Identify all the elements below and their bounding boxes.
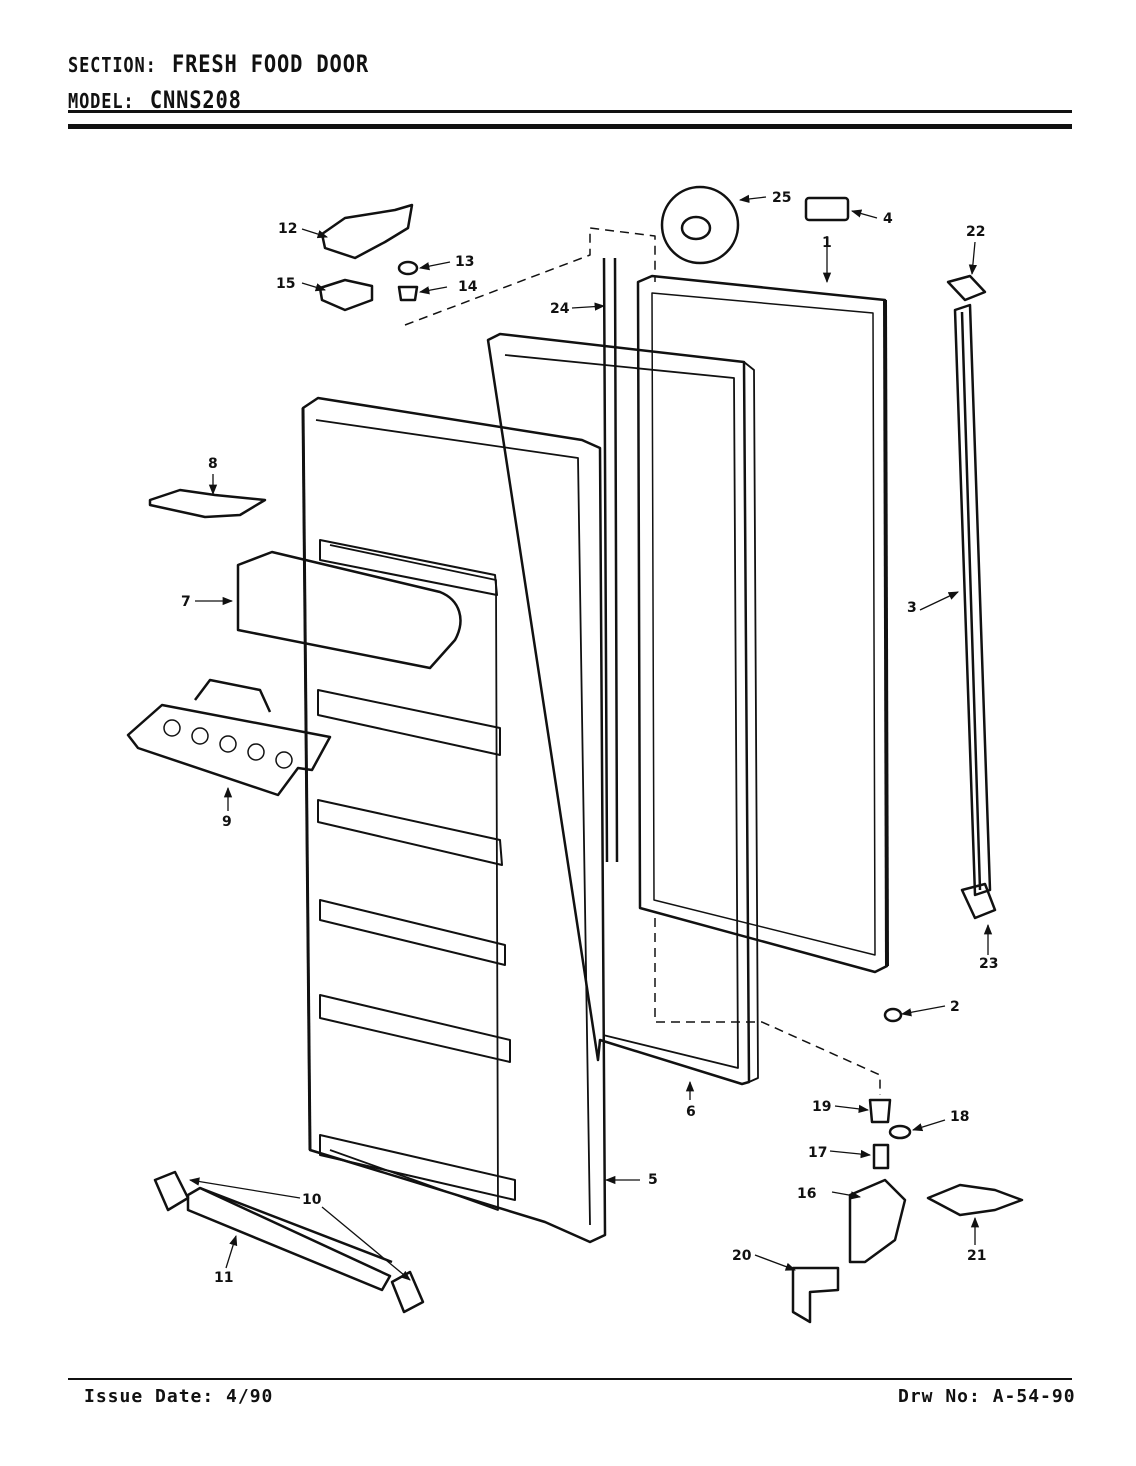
mounting-bracket <box>791 1266 840 1324</box>
part-label-3: 3 <box>907 600 917 616</box>
bottom-hinge-bracket <box>848 1178 907 1264</box>
section-key: SECTION: <box>68 53 157 77</box>
section-line: SECTION: FRESH FOOD DOOR <box>68 50 369 78</box>
drawing-number: Drw No: A-54-90 <box>898 1386 1076 1407</box>
hinge-bushing <box>397 285 419 302</box>
cover-plate <box>804 196 850 222</box>
end-cap-left <box>153 1170 190 1212</box>
header-rule-top <box>68 110 1072 113</box>
handle-mount <box>660 185 740 265</box>
part-label-18: 18 <box>950 1109 969 1125</box>
part-label-17: 17 <box>808 1145 827 1161</box>
header-rule-bottom <box>68 124 1072 129</box>
issue-date: Issue Date: 4/90 <box>84 1386 274 1407</box>
leader-lines <box>188 194 993 1281</box>
part-label-22: 22 <box>966 224 985 240</box>
part-label-12: 12 <box>278 221 297 237</box>
part-label-19: 19 <box>812 1099 831 1115</box>
part-label-10: 10 <box>302 1192 322 1208</box>
hinge-washer <box>397 260 419 276</box>
part-label-20: 20 <box>732 1248 752 1264</box>
top-hinge <box>320 203 414 260</box>
part-label-16: 16 <box>797 1186 816 1202</box>
bottom-hinge <box>926 1183 1024 1217</box>
part-label-23: 23 <box>979 956 998 972</box>
plug <box>883 1007 903 1023</box>
assembly-dash-lines <box>404 227 881 1095</box>
part-label-4: 4 <box>883 211 893 227</box>
part-label-21: 21 <box>967 1248 986 1264</box>
door-gasket <box>486 332 759 1086</box>
part-label-6: 6 <box>686 1104 696 1120</box>
model-number: CNNS208 <box>149 86 242 114</box>
section-title: FRESH FOOD DOOR <box>171 50 369 78</box>
part-label-9: 9 <box>222 814 232 830</box>
shelf-fence <box>148 488 267 519</box>
door-liner <box>301 396 607 1244</box>
part-label-1: 1 <box>822 235 832 251</box>
door-cam <box>868 1098 892 1124</box>
part-label-11: 11 <box>214 1270 233 1286</box>
outer-door-panel <box>636 274 889 974</box>
model-line: MODEL: CNNS208 <box>68 86 242 114</box>
door-strip <box>602 257 619 863</box>
liner-shelves <box>317 539 516 1201</box>
bottom-trim-bar <box>186 1186 393 1292</box>
handle-cap-top <box>946 274 987 302</box>
butter-compartment-door <box>236 550 462 670</box>
handle-cap-bottom <box>960 882 997 920</box>
part-label-24: 24 <box>550 301 570 317</box>
egg-tray <box>126 678 332 797</box>
model-key: MODEL: <box>68 89 135 113</box>
part-label-8: 8 <box>208 456 218 472</box>
part-label-5: 5 <box>648 1172 658 1188</box>
part-label-14: 14 <box>458 279 478 295</box>
part-label-2: 2 <box>950 999 960 1015</box>
footer-rule <box>68 1378 1072 1380</box>
part-label-25: 25 <box>772 190 791 206</box>
door-handle <box>953 303 992 897</box>
part-label-7: 7 <box>181 594 191 610</box>
part-label-15: 15 <box>276 276 295 292</box>
part-label-13: 13 <box>455 254 474 270</box>
hinge-pin <box>872 1143 890 1170</box>
hinge-shim <box>318 278 374 312</box>
lower-washer <box>888 1124 912 1140</box>
